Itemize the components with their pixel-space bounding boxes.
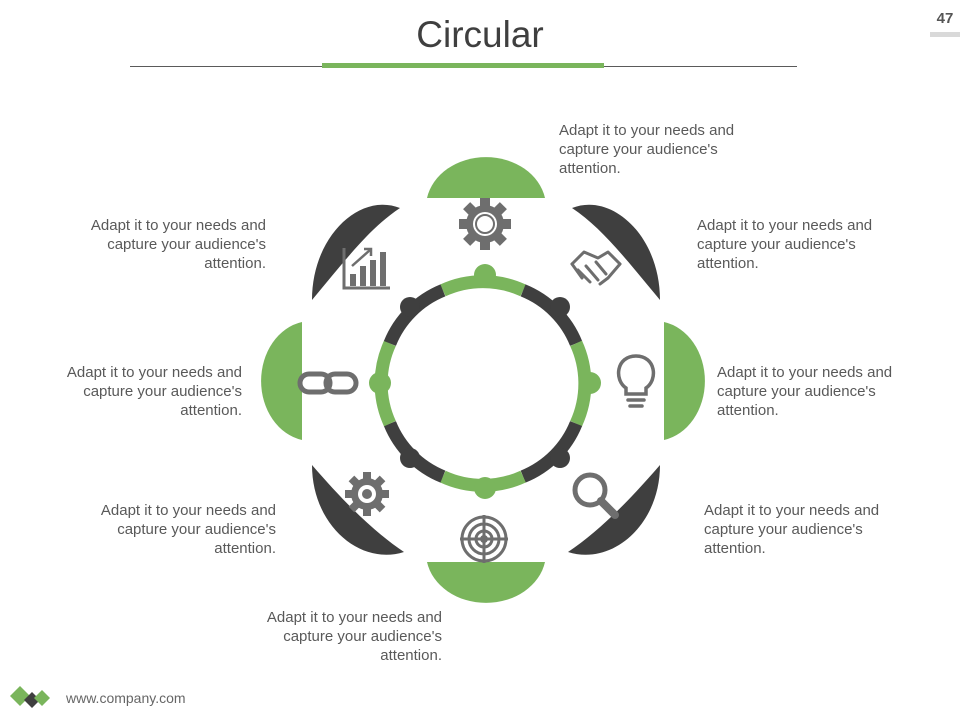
gear-icon: [459, 198, 511, 250]
caption-right: Adapt it to your needs and capture your …: [717, 364, 893, 419]
settings-cog-icon: [345, 472, 389, 516]
handshake-icon: [570, 250, 622, 286]
petal-right: [664, 322, 705, 440]
magnifier-icon: [572, 472, 619, 519]
petal-upper-left: [312, 204, 400, 300]
petal-top: [427, 157, 545, 198]
title-divider-accent: [322, 63, 604, 68]
footer-url[interactable]: www.company.com: [66, 690, 186, 706]
petal-left: [261, 322, 302, 440]
caption-left: Adapt it to your needs and capture your …: [66, 364, 242, 419]
caption-upper-right: Adapt it to your needs and capture your …: [697, 217, 873, 272]
company-logo: [10, 686, 50, 708]
page-number-bar: [930, 32, 960, 37]
petal-upper-right: [572, 204, 660, 300]
chain-link-icon: [297, 371, 359, 395]
bar-chart-growth-icon: [342, 247, 390, 290]
caption-upper-left: Adapt it to your needs and capture your …: [90, 217, 266, 272]
caption-bottom: Adapt it to your needs and capture your …: [266, 609, 442, 664]
caption-lower-left: Adapt it to your needs and capture your …: [100, 502, 276, 557]
caption-top: Adapt it to your needs and capture your …: [559, 122, 735, 177]
ring-knobs: [369, 264, 601, 499]
petal-lower-left: [312, 465, 404, 555]
target-icon: [460, 515, 508, 563]
page-number: 47: [936, 10, 954, 27]
caption-lower-right: Adapt it to your needs and capture your …: [704, 502, 880, 557]
lightbulb-icon: [616, 354, 656, 408]
petal-bottom: [427, 562, 545, 603]
petal-lower-right: [568, 465, 660, 555]
slide-title: Circular: [416, 14, 544, 55]
